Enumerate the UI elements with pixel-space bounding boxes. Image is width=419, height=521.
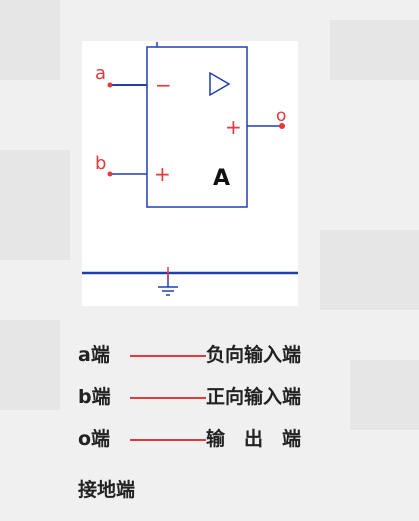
legend-term: a端 <box>78 344 110 366</box>
background-tile <box>350 360 419 430</box>
amplifier-label: A <box>213 166 230 191</box>
terminal-b-label: b <box>95 153 106 174</box>
input-b-node <box>107 171 113 177</box>
amplifier-box <box>146 46 248 208</box>
legend-description: 正向输入端 <box>206 386 302 408</box>
background-tile <box>0 0 60 80</box>
terminal-a-label: a <box>95 63 106 84</box>
legend-row-b: b端 正向输入端 <box>78 384 378 410</box>
legend-term: o端 <box>78 428 111 450</box>
noninverting-sign: + <box>154 162 171 186</box>
triangle-icon <box>209 71 231 97</box>
input-a-node <box>107 82 113 88</box>
legend-connector-line <box>130 397 206 399</box>
legend-description: 负向输入端 <box>206 344 302 366</box>
background-tile <box>0 320 60 410</box>
background-tile <box>320 230 419 310</box>
terminal-o-label: o <box>276 106 286 126</box>
background-tile <box>0 150 70 260</box>
inverting-sign: − <box>155 73 172 97</box>
legend-row-a: a端 负向输入端 <box>78 342 378 368</box>
background-tile <box>330 20 419 80</box>
legend-connector-line <box>130 439 206 441</box>
ground-icon <box>158 267 178 296</box>
legend-connector-line <box>130 355 206 357</box>
output-sign: + <box>225 115 242 139</box>
op-amp-svg: a b o − + + A <box>82 42 298 296</box>
legend-row-o: o端 输 出 端 <box>78 426 378 452</box>
legend-term: b端 <box>78 386 111 408</box>
ground-terminal-label: 接地端 <box>78 479 136 501</box>
legend-description: 输 出 端 <box>206 428 302 450</box>
output-node <box>279 123 285 129</box>
op-amp-diagram: a b o − + + A <box>82 41 298 306</box>
